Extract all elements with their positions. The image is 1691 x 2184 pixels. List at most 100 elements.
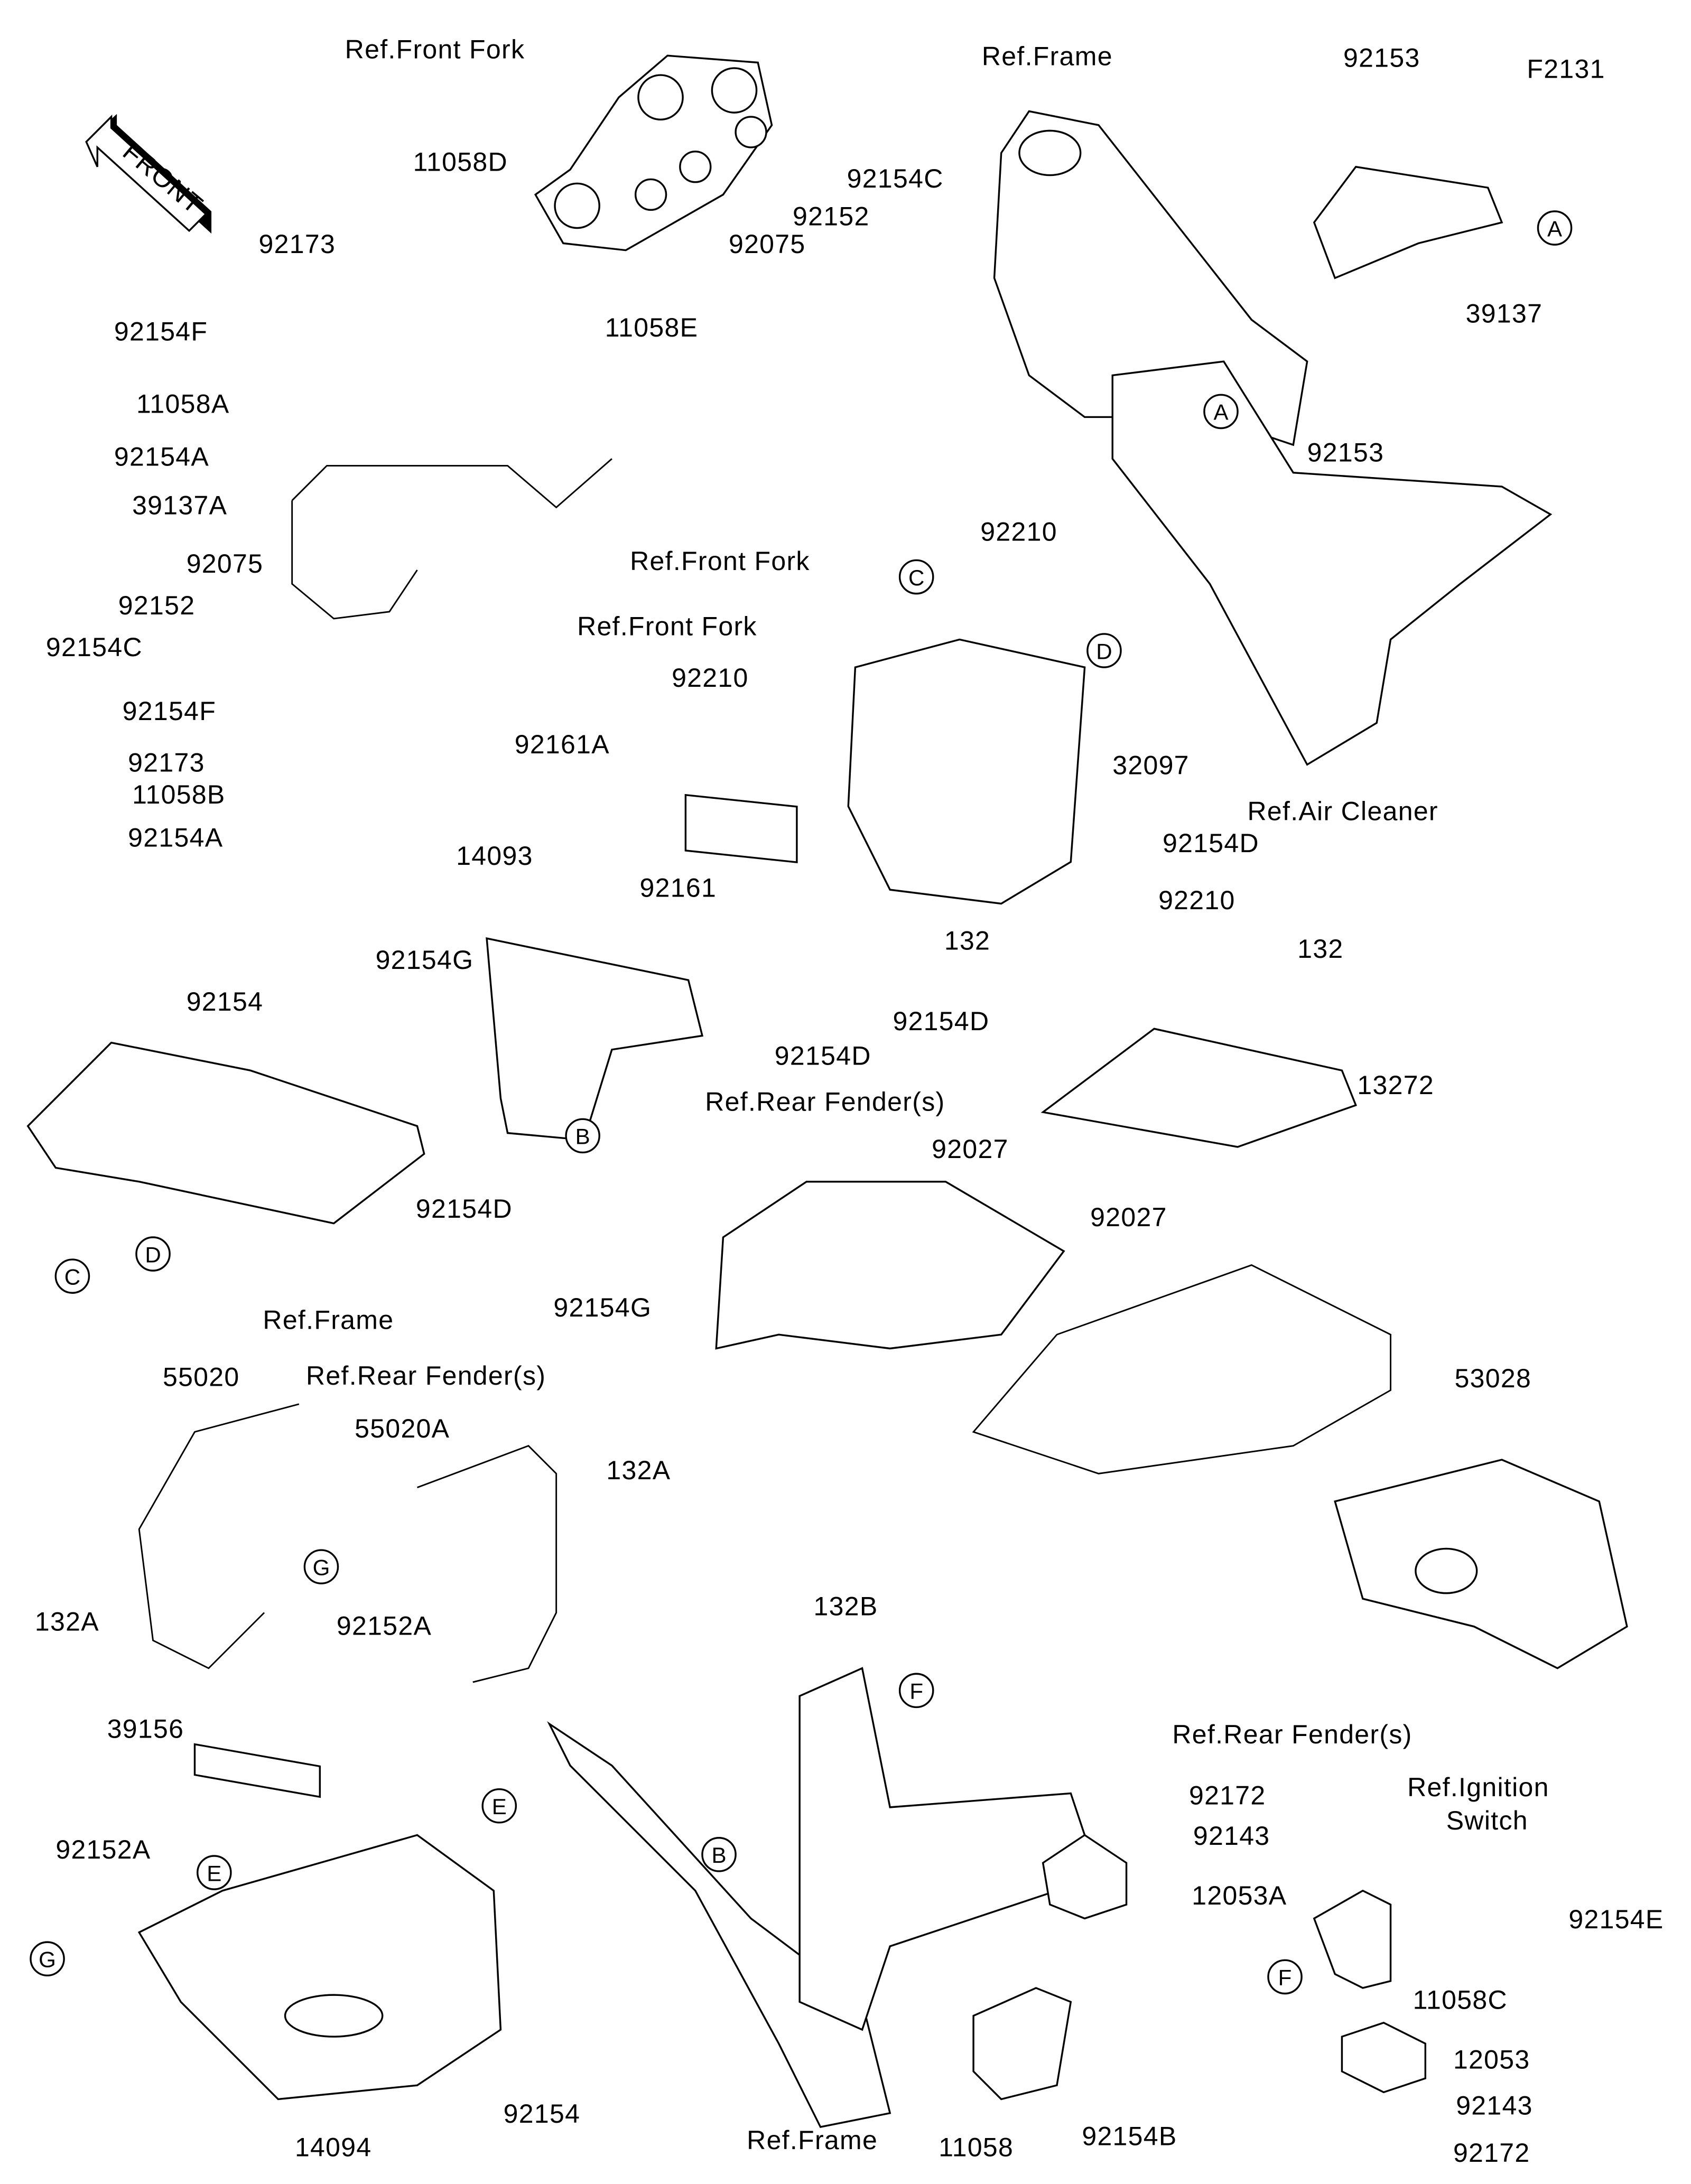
- reference-circle: B: [701, 1837, 737, 1872]
- reference-circle: G: [303, 1549, 339, 1584]
- part-label: 92154D: [893, 1006, 989, 1036]
- part-label: 14094: [295, 2132, 372, 2162]
- part-label: 92154D: [775, 1041, 871, 1071]
- part-label: 14093: [456, 841, 533, 871]
- part-label: 92210: [980, 517, 1057, 547]
- part-label: 92154: [187, 987, 264, 1016]
- part-label: 55020: [163, 1362, 240, 1392]
- part-label: 132A: [606, 1455, 671, 1485]
- circle-marker: [701, 1837, 737, 1872]
- part-label: 92027: [932, 1134, 1009, 1164]
- part-label: 92143: [1456, 2090, 1533, 2120]
- part-label: 39137A: [132, 491, 227, 520]
- part-label: 92210: [1158, 885, 1235, 915]
- reference-circle: F: [898, 1673, 934, 1709]
- reference-circle: D: [135, 1236, 171, 1272]
- part-label: 92154C: [46, 632, 143, 662]
- frame-center: [798, 1667, 1100, 2031]
- guard-14093: [486, 937, 704, 1141]
- part-label: 92172: [1189, 1781, 1266, 1810]
- circle-marker: [135, 1236, 171, 1272]
- part-label: 92161A: [515, 730, 610, 759]
- circle-letter: D: [145, 1242, 161, 1267]
- circle-letter: E: [207, 1861, 221, 1886]
- reference-circle: G: [30, 1941, 65, 1976]
- diagram-code: F2131: [1527, 54, 1605, 83]
- part-label: 92161: [640, 873, 717, 902]
- part-label: 12053A: [1192, 1881, 1287, 1910]
- part-label: 132: [944, 926, 990, 955]
- circle-letter: G: [313, 1555, 330, 1580]
- damper-12053a: [1042, 1834, 1128, 1920]
- ref-frame-head: [993, 110, 1308, 446]
- circle-letter: B: [575, 1124, 590, 1149]
- circle-letter: A: [1213, 400, 1228, 425]
- circle-marker: [1537, 210, 1573, 246]
- circle-letter: E: [492, 1794, 507, 1819]
- part-label: Ref.Ignition: [1407, 1772, 1549, 1802]
- frame-lower: [547, 1721, 891, 2129]
- part-label: 92154G: [553, 1293, 652, 1322]
- part-label: Ref.Front Fork: [345, 35, 525, 64]
- part-label: 92152A: [337, 1611, 432, 1641]
- tray-32097: [847, 638, 1086, 905]
- reference-circle: A: [1537, 210, 1573, 246]
- part-label: 92152: [793, 201, 870, 231]
- circle-letter: F: [1278, 1965, 1292, 1990]
- part-label: 92173: [128, 748, 205, 777]
- part-label: 92154D: [1163, 828, 1259, 858]
- part-label: Ref.Rear Fender(s): [705, 1087, 945, 1117]
- part-label: 53028: [1455, 1364, 1532, 1393]
- part-label: 32097: [1112, 751, 1190, 780]
- circle-marker: [481, 1788, 517, 1824]
- part-label: 92154G: [376, 945, 474, 975]
- parts: [26, 54, 1628, 2129]
- part-label: 92154F: [123, 696, 216, 726]
- circle-marker: [303, 1549, 339, 1584]
- guard-55020a: [417, 1445, 558, 1683]
- part-label: 92172: [1453, 2138, 1530, 2168]
- circle-marker: [565, 1118, 600, 1154]
- part-label: 39156: [107, 1714, 184, 1743]
- part-labels: Ref.Front Fork11058D9217392154F11058A921…: [35, 35, 1664, 2168]
- part-label: 11058E: [605, 313, 699, 342]
- part-label: 92154E: [1568, 1905, 1664, 1934]
- part-label: 92154D: [416, 1194, 513, 1224]
- part-label: 13272: [1357, 1070, 1434, 1100]
- rack-53028: [972, 1264, 1391, 1474]
- part-label: Ref.Frame: [747, 2125, 878, 2155]
- part-label: Ref.Front Fork: [630, 546, 810, 576]
- rear-fender: [715, 1181, 1065, 1350]
- damper-12053: [1341, 2021, 1427, 2094]
- part-label: 12053: [1453, 2045, 1530, 2075]
- part-label: 92075: [187, 549, 264, 578]
- part-label: Ref.Rear Fender(s): [1172, 1720, 1412, 1749]
- circle-marker: [1267, 1959, 1303, 1995]
- part-label: Ref.Front Fork: [577, 612, 757, 641]
- part-label: 92154F: [114, 317, 208, 347]
- part-label: Ref.Frame: [982, 42, 1113, 71]
- circle-letter: A: [1547, 216, 1562, 241]
- part-label: 55020A: [355, 1414, 450, 1443]
- reference-circle: E: [197, 1855, 232, 1890]
- part-label: 11058C: [1413, 1985, 1508, 2014]
- sticker-39156: [193, 1743, 321, 1798]
- bracket-11058: [972, 1987, 1072, 2101]
- part-label: 11058B: [132, 780, 226, 809]
- reference-circle: F: [1267, 1959, 1303, 1995]
- part-label: 39137: [1466, 298, 1543, 328]
- guard-55020: [138, 1403, 300, 1669]
- part-label: 92152A: [55, 1835, 151, 1864]
- plate-13272: [1040, 1028, 1357, 1148]
- part-label: 92143: [1193, 1821, 1270, 1851]
- part-label: 11058D: [413, 147, 508, 177]
- air-cleaner: [1111, 360, 1553, 766]
- part-label: 132A: [35, 1607, 99, 1637]
- part-label: Ref.Rear Fender(s): [306, 1361, 546, 1390]
- part-label: 92173: [259, 229, 336, 259]
- rear-fender-right: [1334, 1459, 1628, 1669]
- skid-plate-14094: [137, 1834, 502, 2101]
- reference-circle: A: [1203, 394, 1239, 430]
